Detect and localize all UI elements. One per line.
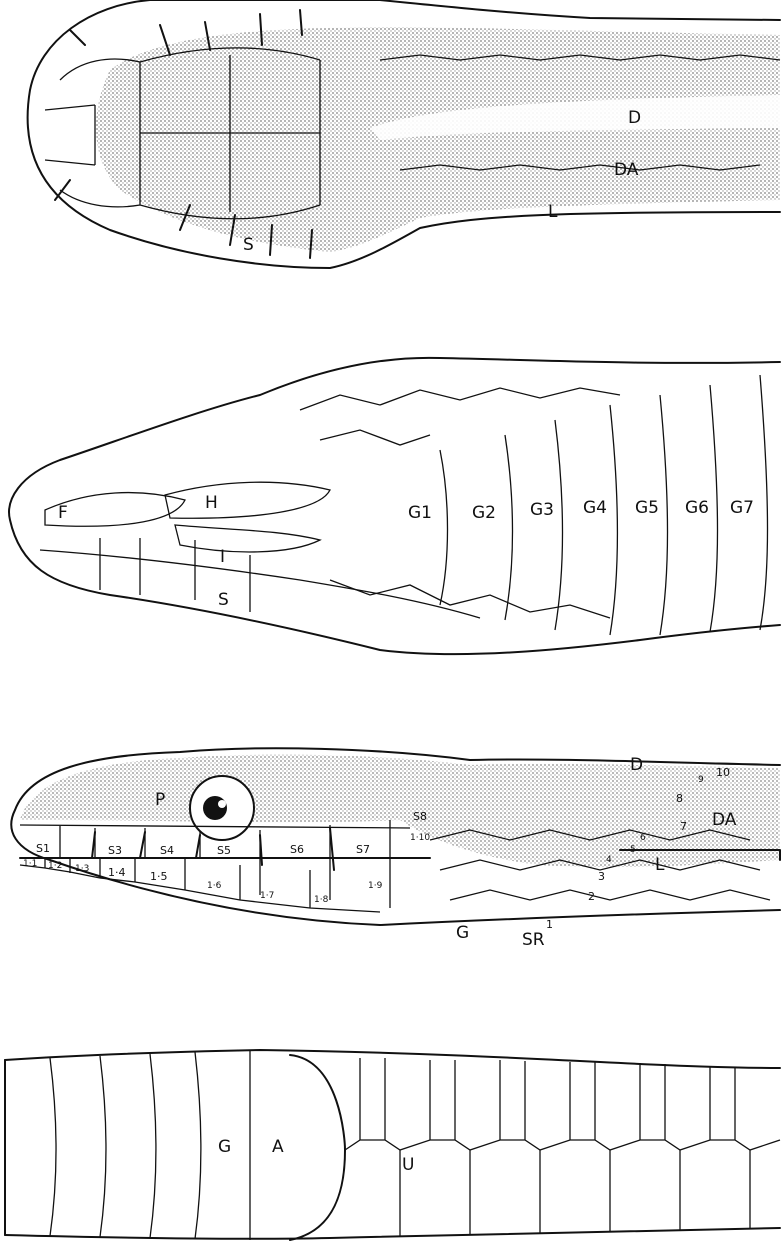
label-row-5: 5 [630, 845, 636, 855]
tail-ventral-view: G A U [0, 1040, 781, 1243]
label-1-1: 1·1 [23, 859, 37, 869]
label-S: S [243, 235, 254, 255]
label-S3: S3 [108, 844, 122, 857]
label-G4: G4 [583, 498, 607, 518]
label-1-8: 1·8 [314, 895, 329, 905]
label-G: G [456, 923, 469, 943]
label-U: U [402, 1155, 414, 1175]
label-SR: SR [522, 930, 545, 950]
label-row-9: 9 [698, 775, 704, 785]
label-D: D [628, 108, 641, 128]
label-S1: S1 [36, 842, 50, 855]
label-S8: S8 [413, 810, 427, 823]
label-G2: G2 [472, 503, 496, 523]
label-1-7: 1·7 [260, 891, 274, 901]
label-row-1: 1 [546, 918, 553, 931]
label-1-2: 1·2 [48, 861, 62, 871]
label-row-3: 3 [598, 870, 605, 883]
lateral-head-drawing: D DA L P G SR S1 S3 S4 S5 S6 S7 S8 1·1 1… [0, 740, 781, 960]
label-1-4: 1·4 [108, 866, 126, 879]
label-S5: S5 [217, 844, 231, 857]
label-G7: G7 [730, 498, 754, 518]
tail-ventral-drawing: G A U [0, 1040, 781, 1243]
label-row-2: 2 [588, 890, 595, 903]
label-A: A [272, 1137, 284, 1157]
label-row-7: 7 [680, 820, 687, 833]
label-1-6: 1·6 [207, 881, 222, 891]
label-G6: G6 [685, 498, 709, 518]
label-1-3: 1·3 [75, 864, 89, 874]
ventral-head-view: F H I S G1 G2 G3 G4 G5 G6 G7 [0, 350, 781, 670]
label-row-10: 10 [716, 766, 730, 779]
label-G3: G3 [530, 500, 554, 520]
ventral-head-drawing: F H I S G1 G2 G3 G4 G5 G6 G7 [0, 350, 781, 670]
label-L: L [548, 202, 558, 222]
label-1-9: 1·9 [368, 881, 383, 891]
label-S7: S7 [356, 843, 370, 856]
dorsal-head-view: D DA L S [0, 0, 781, 290]
label-H: H [205, 493, 218, 513]
label-row-6: 6 [640, 833, 646, 843]
label-F: F [58, 503, 68, 523]
lateral-head-view: D DA L P G SR S1 S3 S4 S5 S6 S7 S8 1·1 1… [0, 740, 781, 960]
label-L: L [655, 855, 665, 875]
label-S: S [218, 590, 229, 610]
label-P: P [155, 790, 165, 810]
label-1-5: 1·5 [150, 870, 168, 883]
label-row-4: 4 [606, 855, 612, 865]
label-G5: G5 [635, 498, 659, 518]
label-D: D [630, 755, 643, 775]
dorsal-head-drawing: D DA L S [0, 0, 781, 290]
label-S4: S4 [160, 844, 174, 857]
label-G1: G1 [408, 503, 432, 523]
label-DA: DA [712, 810, 737, 830]
label-S6: S6 [290, 843, 304, 856]
label-I: I [220, 547, 225, 567]
label-DA: DA [614, 160, 639, 180]
label-row-8: 8 [676, 792, 683, 805]
label-1-10: 1·10 [410, 833, 430, 843]
label-G: G [218, 1137, 231, 1157]
